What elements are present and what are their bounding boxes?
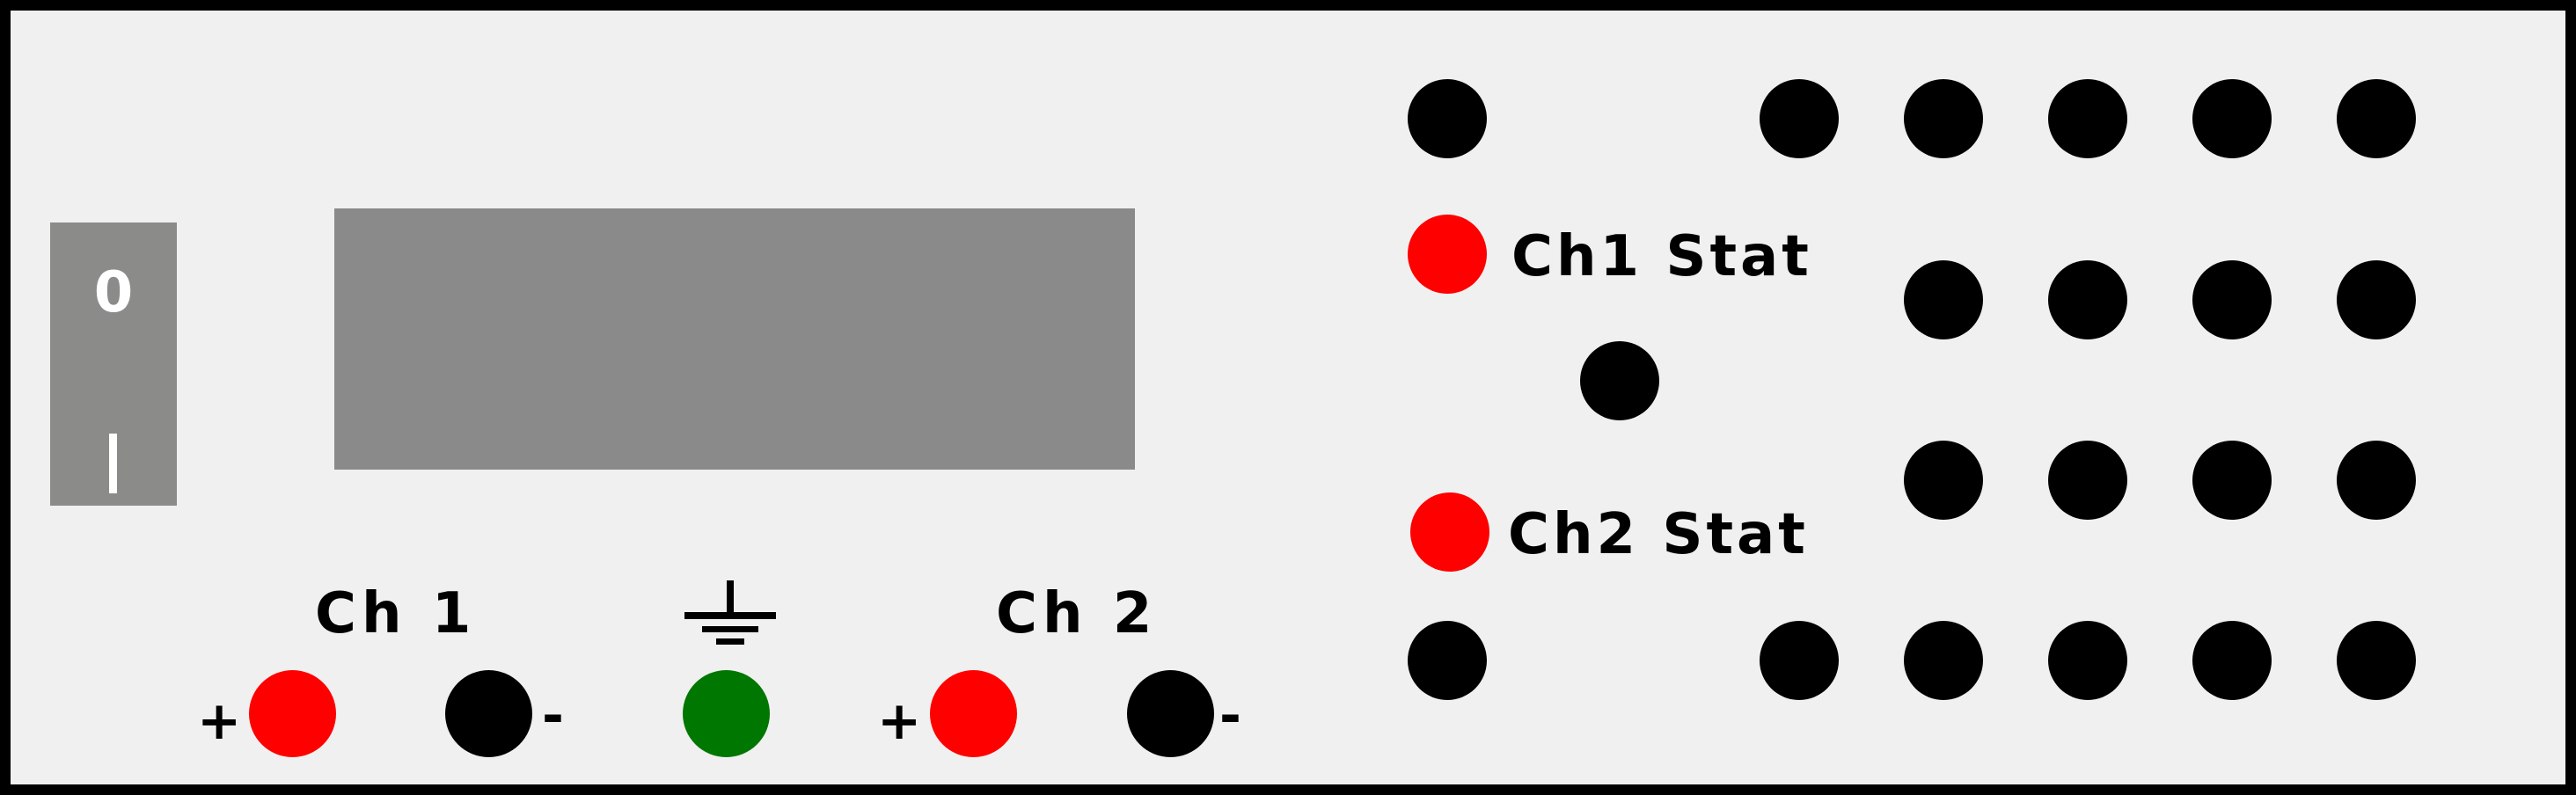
control-button[interactable]: [1904, 260, 1983, 339]
ch2-minus-sign: -: [1219, 685, 1241, 747]
ground-terminal[interactable]: [683, 670, 770, 757]
control-button[interactable]: [2048, 79, 2127, 158]
control-button[interactable]: [2048, 441, 2127, 520]
control-button[interactable]: [2192, 79, 2272, 158]
power-on-mark: [109, 434, 117, 493]
ch1-negative-terminal[interactable]: [445, 670, 532, 757]
power-switch[interactable]: 0: [50, 222, 177, 506]
control-button[interactable]: [1904, 621, 1983, 700]
ground-icon: [684, 580, 776, 645]
control-button[interactable]: [2192, 260, 2272, 339]
ch1-output-label: Ch 1: [315, 581, 477, 646]
control-button[interactable]: [2337, 260, 2416, 339]
control-button[interactable]: [1904, 79, 1983, 158]
control-button[interactable]: [2192, 441, 2272, 520]
ch1-positive-terminal[interactable]: [249, 670, 336, 757]
control-button[interactable]: [2048, 621, 2127, 700]
control-button[interactable]: [2192, 621, 2272, 700]
ch2-output-label: Ch 2: [996, 581, 1158, 646]
ch2-positive-terminal[interactable]: [930, 670, 1017, 757]
control-button[interactable]: [1904, 441, 1983, 520]
ch2-negative-terminal[interactable]: [1127, 670, 1214, 757]
power-off-label: 0: [93, 260, 134, 325]
control-button[interactable]: [2337, 621, 2416, 700]
ch1-plus-sign: +: [197, 690, 242, 752]
ch1-status-label: Ch1 Stat: [1511, 224, 1812, 289]
ch2-status-led: [1410, 492, 1489, 572]
adjust-knob[interactable]: [1580, 341, 1659, 420]
ch2-status-label: Ch2 Stat: [1508, 502, 1809, 567]
ch2-plus-sign: +: [877, 690, 922, 752]
ch1-minus-sign: -: [542, 685, 564, 747]
control-button[interactable]: [2048, 260, 2127, 339]
control-button[interactable]: [1760, 621, 1839, 700]
control-button[interactable]: [2337, 441, 2416, 520]
control-button[interactable]: [1408, 79, 1487, 158]
control-button[interactable]: [1760, 79, 1839, 158]
control-button[interactable]: [1408, 621, 1487, 700]
ch1-status-led: [1408, 215, 1487, 294]
display-screen: [334, 208, 1135, 470]
control-button[interactable]: [2337, 79, 2416, 158]
